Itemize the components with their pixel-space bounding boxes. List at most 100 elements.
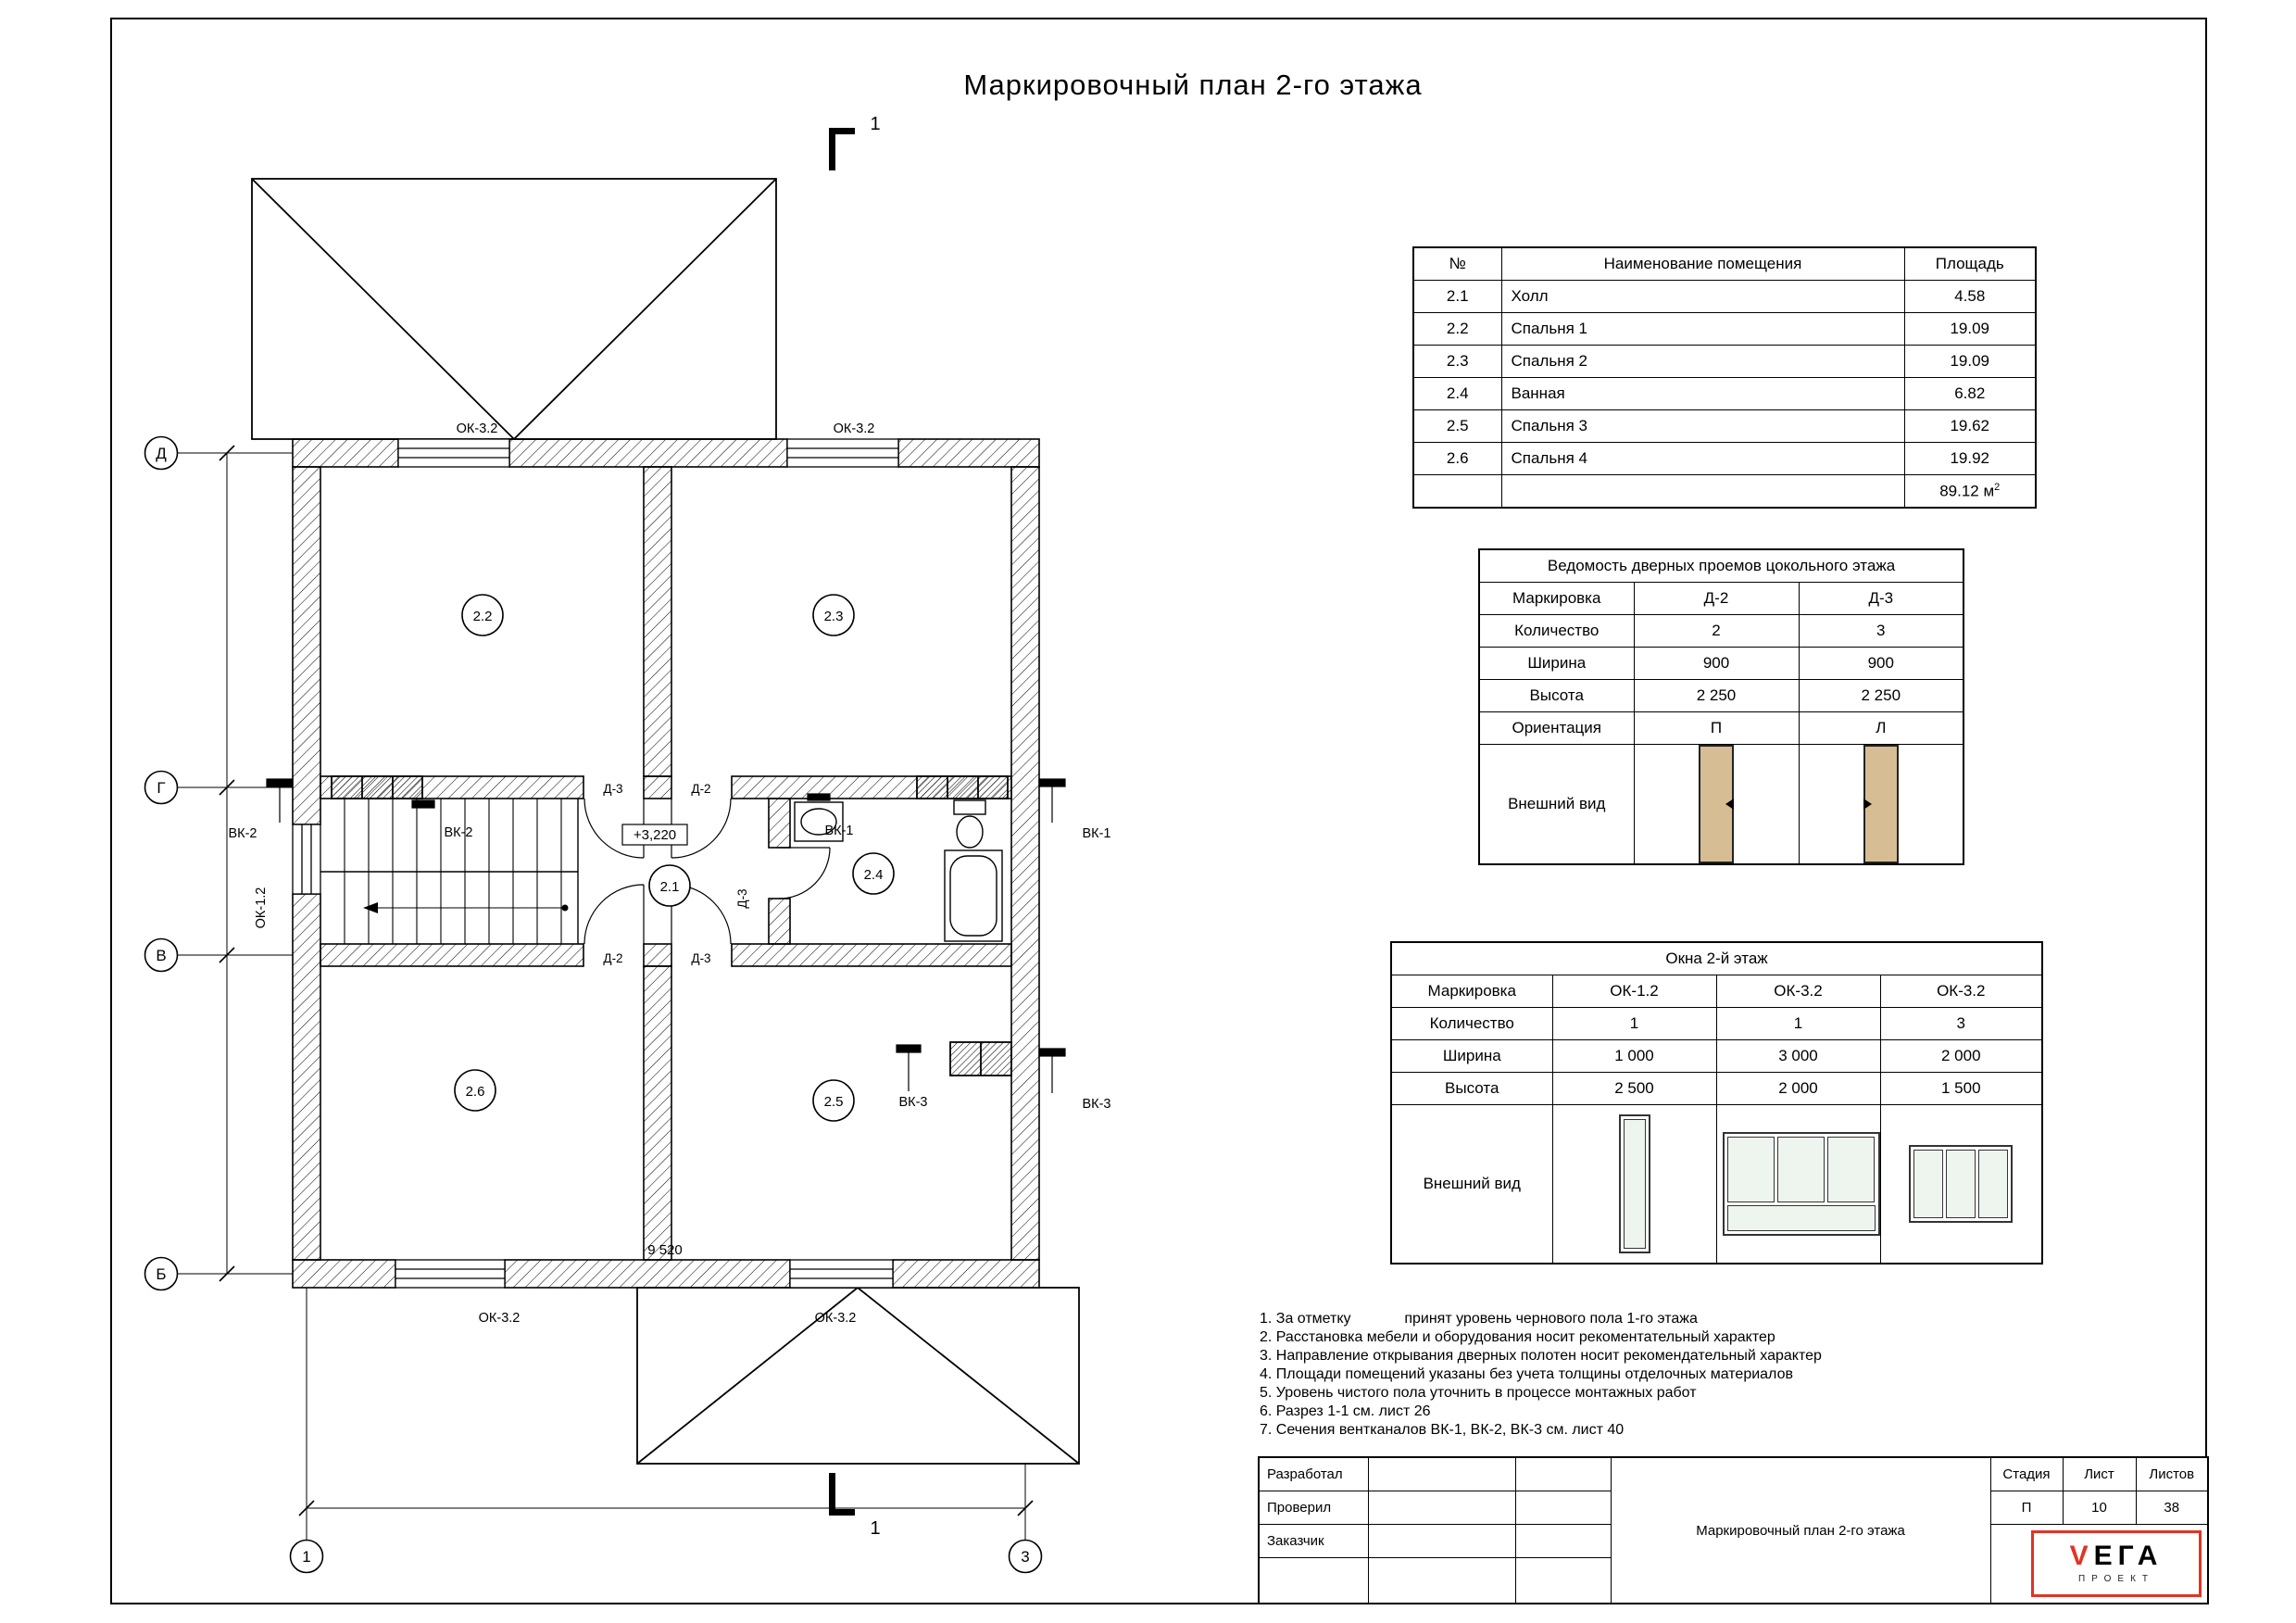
door-d2-image <box>1699 745 1734 863</box>
window-left <box>292 824 321 895</box>
section-label-bottom: 1 <box>870 1518 880 1539</box>
door-handle-mark <box>1725 799 1734 810</box>
window-bottom-center <box>789 1259 894 1289</box>
walls <box>292 438 1040 1289</box>
table-row: 2.3 Спальня 2 19.09 <box>1412 345 2037 378</box>
plan-labels: ОК-3.2 ОК-3.2 ОК-3.2 ОК-3.2 ОК-1.2 ВК-2 … <box>228 421 1110 1326</box>
titleblock-row: Заказчик VЕГА ПРОЕКТ <box>1258 1523 2209 1604</box>
note-item: 3. Направление открывания дверных полоте… <box>1260 1348 1822 1364</box>
vega-logo: VЕГА ПРОЕКТ <box>2031 1529 2202 1597</box>
axis-row-g: Г <box>157 779 165 797</box>
window-symbols <box>292 438 899 1289</box>
logo-subtitle: ПРОЕКТ <box>2077 1574 2155 1585</box>
window-top-left <box>397 438 510 468</box>
svg-text:+3,220: +3,220 <box>634 827 676 843</box>
vent-blocks <box>331 775 1012 1076</box>
window-label-ok32: ОК-3.2 <box>834 421 875 436</box>
vent-label-vk2: ВК-2 <box>228 826 257 841</box>
table-row: Ориентация П Л <box>1478 711 1964 745</box>
table-view-row: Внешний вид <box>1478 744 1964 865</box>
room-2-5: 2.5 <box>824 1094 844 1110</box>
sheets-value: 38 <box>2135 1490 2209 1525</box>
room-numbers: 2.2 2.3 2.1 2.4 2.6 2.5 <box>466 609 884 1110</box>
total-area: 89.12 м2 <box>1903 474 2037 509</box>
table-row: 2.1 Холл 4.58 <box>1412 280 2037 313</box>
table-row: 2.5 Спальня 3 19.62 <box>1412 409 2037 443</box>
role-checked: Проверил <box>1258 1490 1369 1525</box>
axis-labels: Д Г В Б 1 3 <box>156 445 1029 1566</box>
vent-label-vk2: ВК-2 <box>444 825 472 840</box>
axis-markers <box>144 435 1043 1574</box>
table-row: Маркировка ОК-1.2 ОК-3.2 ОК-3.2 <box>1390 975 2043 1008</box>
note-item: 6. Разрез 1-1 см. лист 26 <box>1260 1403 1431 1419</box>
window-label-ok32: ОК-3.2 <box>457 421 498 436</box>
note-item: 4. Площади помещений указаны без учета т… <box>1260 1366 1793 1382</box>
room-2-1: 2.1 <box>660 879 680 895</box>
window-label-ok12: ОК-1.2 <box>254 887 269 929</box>
window-ok32-small-image <box>1909 1145 2014 1223</box>
door-handle-mark <box>1863 799 1872 810</box>
sheet-header: Лист <box>2062 1456 2137 1491</box>
axis-row-v: В <box>156 947 166 964</box>
stage-value: П <box>1989 1490 2064 1525</box>
note-item: 7. Сечения вентканалов ВК-1, ВК-2, ВК-3 … <box>1260 1422 1625 1438</box>
door-label-d3: Д-3 <box>603 782 622 796</box>
vent-label-vk1: ВК-1 <box>1082 826 1110 841</box>
room-2-3: 2.3 <box>824 609 844 624</box>
table-row: 2.6 Спальня 4 19.92 <box>1412 442 2037 475</box>
table-row: Высота 2 250 2 250 <box>1478 679 1964 712</box>
bathtub <box>944 849 1003 942</box>
room-2-2: 2.2 <box>473 609 493 624</box>
door-label-d3: Д-3 <box>735 888 749 908</box>
axis-row-d: Д <box>156 445 167 462</box>
table-row: Количество 2 3 <box>1478 614 1964 648</box>
table-row: Количество 1 1 3 <box>1390 1007 2043 1040</box>
window-table-title: Окна 2-й этаж <box>1390 941 2043 975</box>
washbasin <box>794 801 844 842</box>
table-total-row: 89.12 м2 <box>1412 474 2037 509</box>
page-title: Маркировочный план 2-го этажа <box>963 69 1423 101</box>
role-client: Заказчик <box>1258 1523 1369 1558</box>
window-label-ok32: ОК-3.2 <box>479 1311 521 1326</box>
window-schedule-table: Окна 2-й этаж Маркировка ОК-1.2 ОК-3.2 О… <box>1390 941 2044 1264</box>
table-row: 2.2 Спальня 1 19.09 <box>1412 312 2037 346</box>
axis-row-b: Б <box>156 1265 166 1283</box>
table-title-row: Ведомость дверных проемов цокольного эта… <box>1478 548 1964 583</box>
room-bubbles <box>454 594 895 1122</box>
logo-letters: ЕГА <box>2093 1541 2164 1572</box>
sheets-header: Листов <box>2135 1456 2209 1491</box>
toilet <box>953 799 986 815</box>
table-view-row: Внешний вид <box>1390 1104 2043 1264</box>
sheet-value: 10 <box>2062 1490 2137 1525</box>
notes-block: 1. За отметку принят уровень чернового п… <box>1260 1310 2075 1440</box>
section-marks: 1 1 <box>829 114 881 1539</box>
bathroom-fixtures <box>794 799 1003 942</box>
vent-label-vk3: ВК-3 <box>1082 1097 1110 1112</box>
titleblock-row: Разработал Маркировочный план 2-го этажа… <box>1258 1456 2209 1604</box>
table-header-row: № Наименование помещения Площадь <box>1412 246 2037 281</box>
room-2-4: 2.4 <box>864 867 884 883</box>
window-ok32-wide-image <box>1722 1132 1879 1236</box>
role-developed: Разработал <box>1258 1456 1369 1491</box>
note-item: 2. Расстановка мебели и оборудования нос… <box>1260 1329 1775 1345</box>
document-title: Маркировочный план 2-го этажа <box>1610 1456 1991 1604</box>
window-bottom-left <box>395 1259 506 1289</box>
note-item: 5. Уровень чистого пола уточнить в проце… <box>1260 1385 1697 1401</box>
room-2-6: 2.6 <box>466 1084 485 1100</box>
table-row: Ширина 1 000 3 000 2 000 <box>1390 1039 2043 1073</box>
col-header-area: Площадь <box>1903 246 2037 281</box>
table-title-row: Окна 2-й этаж <box>1390 941 2043 975</box>
table-row: Ширина 900 900 <box>1478 647 1964 680</box>
col-header-name: Наименование помещения <box>1500 246 1905 281</box>
title-block: Разработал Маркировочный план 2-го этажа… <box>1258 1456 2209 1604</box>
titleblock-row <box>1258 1556 2208 1604</box>
axis-col-1: 1 <box>302 1548 310 1566</box>
vent-label-vk3: ВК-3 <box>898 1095 927 1110</box>
window-label-ok32: ОК-3.2 <box>815 1311 857 1326</box>
vent-flags <box>266 778 1066 1093</box>
vent-label-vk1: ВК-1 <box>824 824 853 838</box>
elevation-marker: +3,220 <box>621 824 688 846</box>
door-schedule-table: Ведомость дверных проемов цокольного эта… <box>1478 548 1965 865</box>
door-label-d3: Д-3 <box>691 951 710 965</box>
